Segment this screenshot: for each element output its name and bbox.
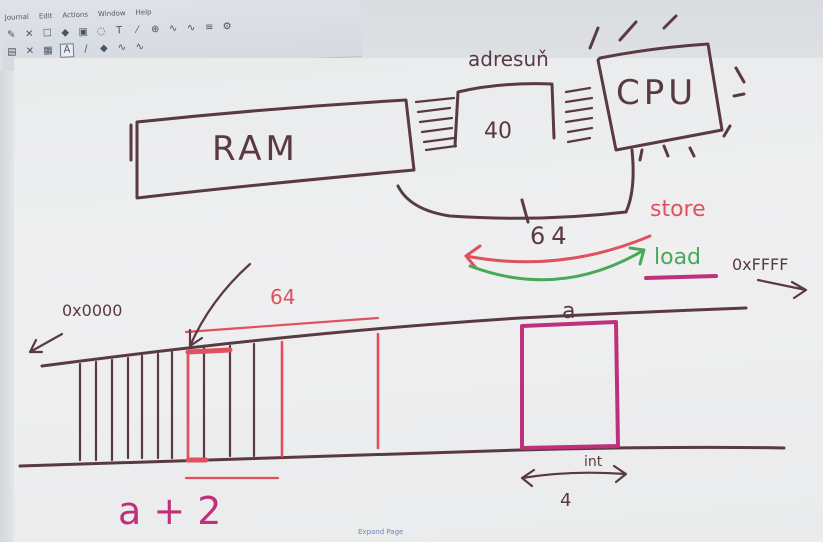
red-cell-markers [185,347,233,463]
cpu-box [596,42,724,152]
data-bus [396,148,635,220]
size-arrow [520,464,628,488]
memory-cell-dividers [78,342,256,462]
address-end-label: 0xFFFF [732,255,788,274]
red-span-line-top [184,316,380,334]
data-bus-tick [520,198,530,224]
load-arrow [468,246,646,282]
left-arrow [28,332,64,354]
variable-box [520,320,620,450]
cell-width-label: 64 [270,285,295,309]
expand-page-button[interactable]: Expand Page [358,528,404,536]
memory-bottom-line [18,445,786,468]
left-sidebar-strip [0,70,14,542]
load-underline [644,274,718,280]
type-label: int [584,454,603,470]
address-start-label: 0x0000 [62,301,122,320]
address-bus [453,82,556,148]
cpu-accent-lines [588,14,746,162]
store-label: store [650,197,706,222]
cpu-label: CPU [616,73,697,113]
ram-bus-ticks [414,96,458,152]
data-width-label: 64 [530,222,573,250]
right-arrow [756,278,808,300]
variable-label: a [562,299,575,324]
load-label: load [654,245,701,270]
address-label: adresuň [468,47,549,71]
memory-top-line [40,306,748,368]
address-width-label: 40 [484,119,512,144]
offset-label: a + 2 [118,489,221,533]
cpu-bus-ticks [564,86,594,144]
ram-label: RAM [212,129,299,169]
red-cell-dividers [186,332,380,460]
pointer-arrow [188,262,252,348]
size-label: 4 [560,490,571,511]
ram-box [135,98,416,200]
